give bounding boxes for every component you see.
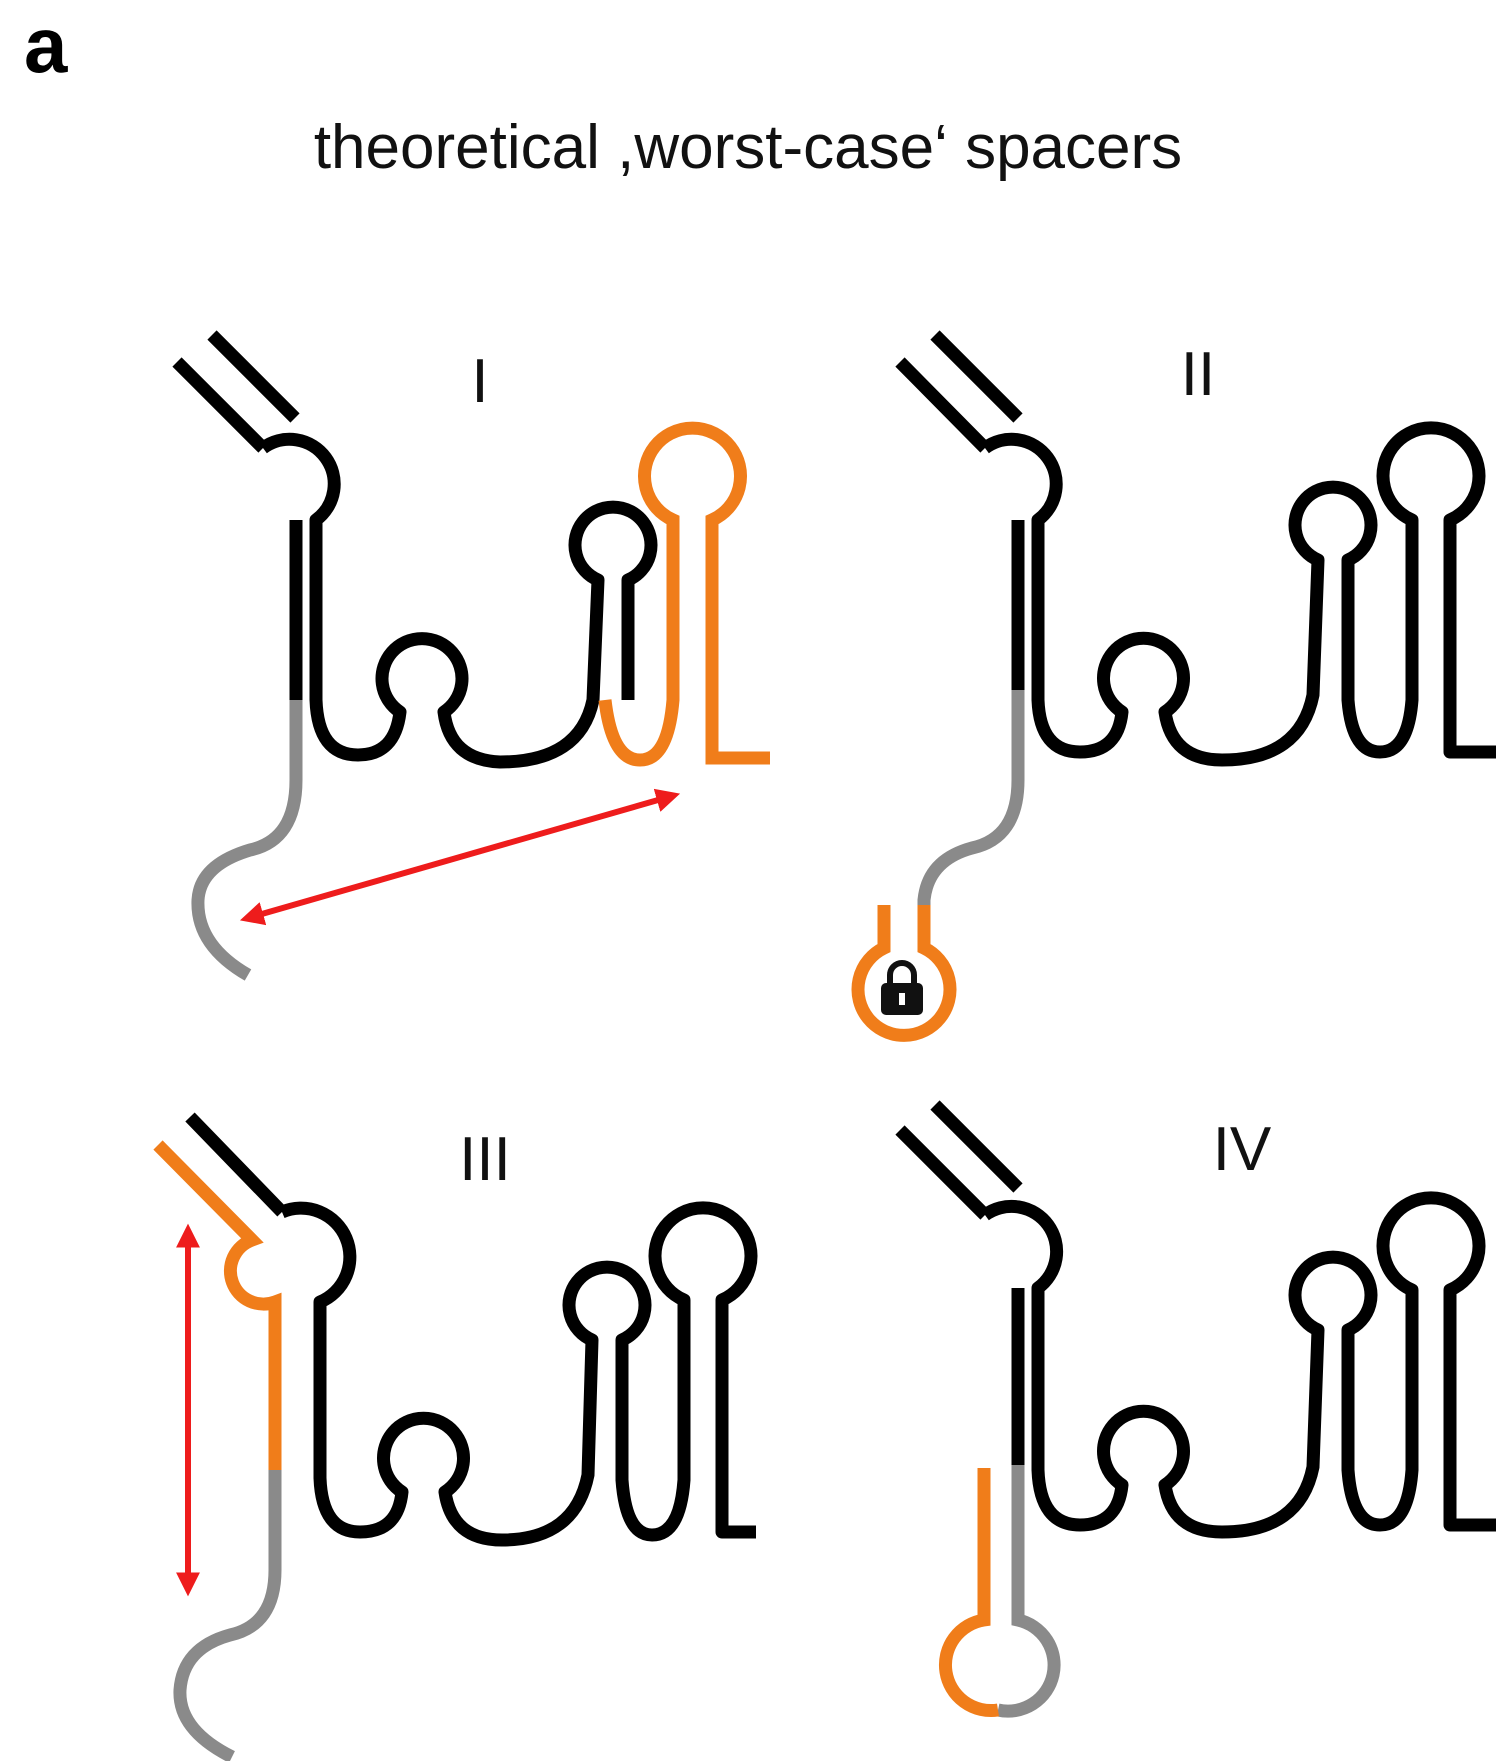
panel-IV: IV <box>900 1105 1496 1711</box>
hairpin-orange-II <box>858 905 950 1035</box>
panel-label-IV: IV <box>1213 1115 1272 1184</box>
panel-label-III: III <box>459 1125 511 1194</box>
stem-duplex-I <box>177 335 295 448</box>
scaffold-I <box>177 335 651 762</box>
spacer-gray-III <box>180 1470 275 1757</box>
interaction-arrow-I <box>248 796 672 918</box>
panel-label-II: II <box>1181 340 1215 409</box>
panel-label-I: I <box>471 347 488 416</box>
panel-I: I <box>177 335 770 975</box>
spacer-gray-II <box>924 690 1018 915</box>
spacer-gray-I <box>198 700 296 975</box>
lock-icon <box>881 963 923 1015</box>
panel-III: III <box>158 1117 756 1757</box>
panel-II: II <box>858 335 1496 1035</box>
stem-loop-top-I <box>263 439 651 762</box>
hairpin-orange-IV <box>945 1468 998 1711</box>
scaffold-IV <box>900 1105 1496 1532</box>
